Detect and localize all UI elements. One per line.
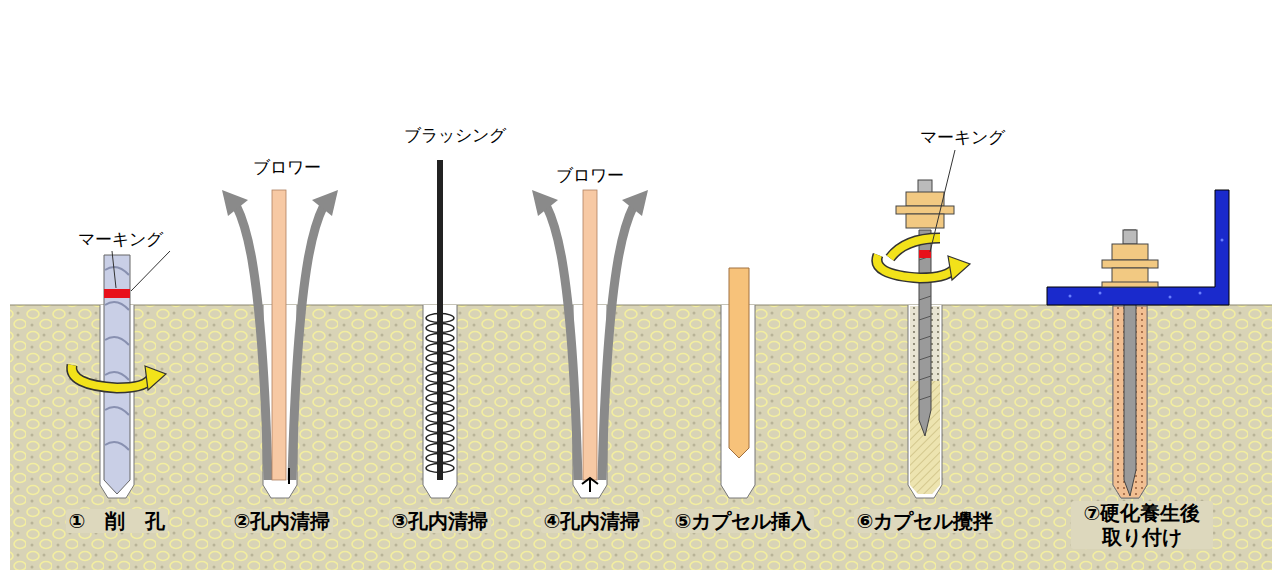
bristle xyxy=(426,374,454,383)
bristle xyxy=(426,434,454,443)
blower-label: ブロワー xyxy=(251,157,323,177)
anchor-bolt xyxy=(877,150,970,494)
bristle xyxy=(426,384,454,393)
bristle xyxy=(426,464,454,473)
capsule xyxy=(729,268,749,458)
step-label: ③孔内清掃 xyxy=(389,509,492,533)
bristle xyxy=(426,314,454,323)
bristle xyxy=(426,444,454,453)
step-label: ⑥カプセル攪拌 xyxy=(854,509,997,533)
brush-bristles xyxy=(426,314,454,473)
step-label: ① 削 孔 xyxy=(66,509,169,533)
step-label: ⑤カプセル挿入 xyxy=(672,509,815,533)
blower xyxy=(222,190,338,484)
bristle xyxy=(426,324,454,333)
step-label: ④孔内清掃 xyxy=(541,509,644,533)
fixed-anchor xyxy=(1047,190,1229,498)
bristle xyxy=(426,454,454,463)
marking-label: マーキング xyxy=(76,229,165,249)
bristle xyxy=(426,354,454,363)
drill-bit xyxy=(72,251,170,494)
concrete xyxy=(10,305,1272,570)
brushing-label: ブラッシング xyxy=(402,125,508,145)
bristle xyxy=(426,344,454,353)
blower-label: ブロワー xyxy=(554,165,626,185)
bristle xyxy=(426,364,454,373)
bristle xyxy=(426,394,454,403)
bristle xyxy=(426,334,454,343)
step-label: ②孔内清掃 xyxy=(231,509,334,533)
bristle xyxy=(426,414,454,423)
bristle xyxy=(426,404,454,413)
bristle xyxy=(426,424,454,433)
step-label: ⑦硬化養生後 取り付け xyxy=(1071,501,1213,549)
blower xyxy=(532,190,648,492)
marking-label: マーキング xyxy=(918,127,1007,147)
